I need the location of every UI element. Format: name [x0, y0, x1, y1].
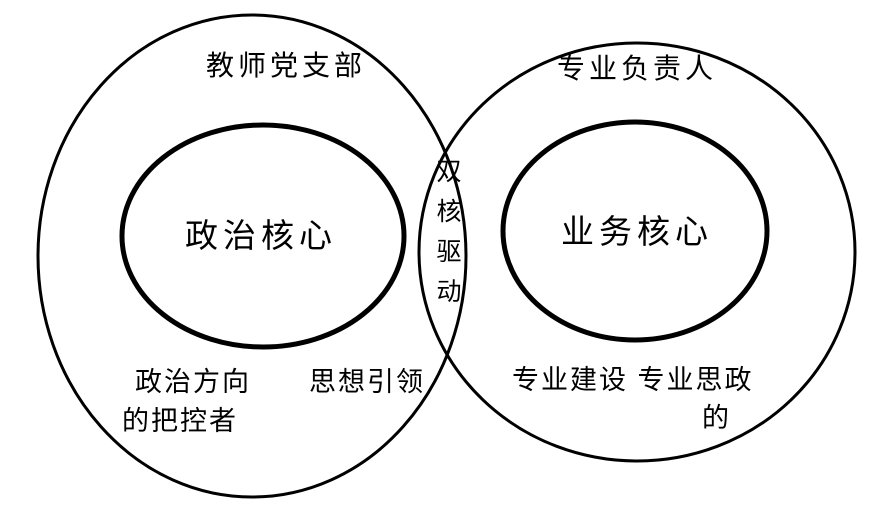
- right-core-label: 业务核心: [561, 213, 713, 250]
- left-bottom-text-b: 思想引领: [309, 367, 425, 397]
- left-circle-title: 教师党支部: [205, 50, 367, 81]
- right-circle-title: 专业负责人: [556, 53, 718, 84]
- right-inner-ellipse: [500, 119, 770, 343]
- left-bottom-text-c: 的把控者: [122, 406, 238, 436]
- right-outer-circle: [417, 41, 857, 463]
- left-bottom-row: 政治方向 思想引领: [135, 360, 425, 399]
- right-bottom-text-a: 专业建设 专业思政: [512, 365, 754, 395]
- left-outer-circle: [36, 13, 468, 499]
- left-inner-ellipse: [119, 122, 407, 350]
- left-core-label: 政治核心: [185, 217, 337, 254]
- overlap-label: 双核驱动: [433, 158, 461, 318]
- left-bottom-text-a: 政治方向: [135, 367, 251, 397]
- right-bottom-text-b: 的: [702, 403, 731, 433]
